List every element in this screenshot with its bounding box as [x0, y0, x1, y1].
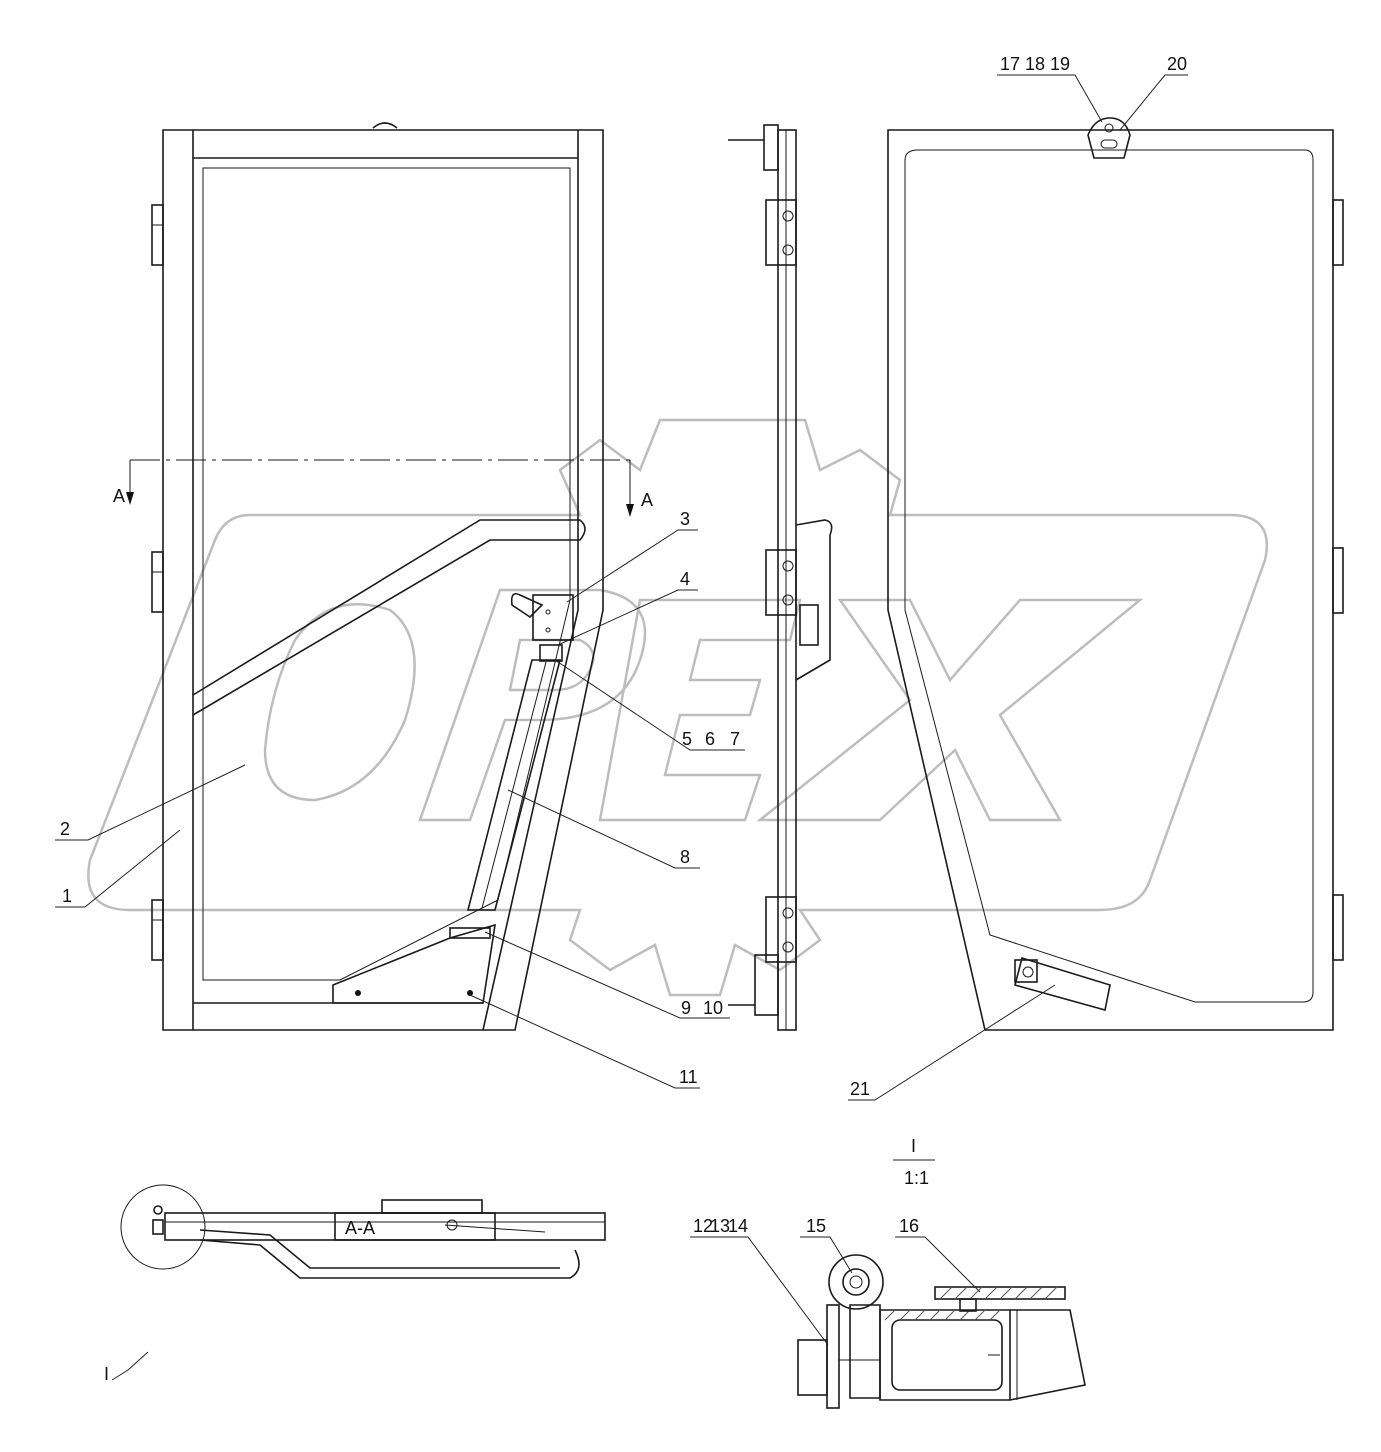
callout-20: 20	[1167, 54, 1187, 74]
section-label-left: A	[113, 486, 125, 506]
door-latch	[510, 592, 574, 662]
front-hinges	[151, 204, 164, 961]
front-view-door	[151, 122, 604, 1031]
side-view-door	[728, 124, 833, 1031]
section-view-title: A-A	[345, 1218, 375, 1238]
callout-10: 10	[703, 998, 723, 1018]
grab-handle	[192, 519, 586, 716]
callout-9: 9	[681, 998, 691, 1018]
callout-7: 7	[730, 729, 740, 749]
detail-marker: I	[104, 1364, 109, 1384]
callout-21: 21	[850, 1079, 870, 1099]
callout-13: 13	[710, 1216, 730, 1236]
callout-6: 6	[705, 729, 715, 749]
callout-17: 17	[1000, 54, 1020, 74]
callout-19: 19	[1050, 54, 1070, 74]
side-hinges	[765, 199, 797, 963]
callout-16: 16	[899, 1216, 919, 1236]
opex-watermark	[87, 418, 1268, 997]
rear-view-door	[887, 117, 1344, 1031]
callout-15: 15	[806, 1216, 826, 1236]
section-view-a-a	[120, 1184, 606, 1279]
section-label-right: A	[641, 490, 653, 510]
gas-strut	[466, 659, 562, 911]
callout-11: 11	[679, 1067, 698, 1087]
callout-12: 12	[693, 1216, 713, 1236]
callouts: 1 2 3 4 5 6 7 8 9 10 11 12 13 14 15 16	[55, 54, 1188, 1346]
callout-8: 8	[680, 847, 690, 867]
callout-18: 18	[1025, 54, 1045, 74]
detail-view-i	[797, 1254, 1086, 1409]
callout-5: 5	[682, 729, 692, 749]
callout-3: 3	[680, 509, 690, 529]
callout-4: 4	[680, 569, 690, 589]
detail-title: I	[911, 1136, 916, 1156]
callout-2: 2	[60, 819, 70, 839]
detail-scale: 1:1	[904, 1168, 929, 1188]
callout-1: 1	[62, 886, 72, 906]
callout-14: 14	[728, 1216, 748, 1236]
section-line-a-a	[126, 459, 634, 517]
bottom-bracket	[332, 923, 496, 1004]
rear-hinges	[1332, 199, 1344, 961]
